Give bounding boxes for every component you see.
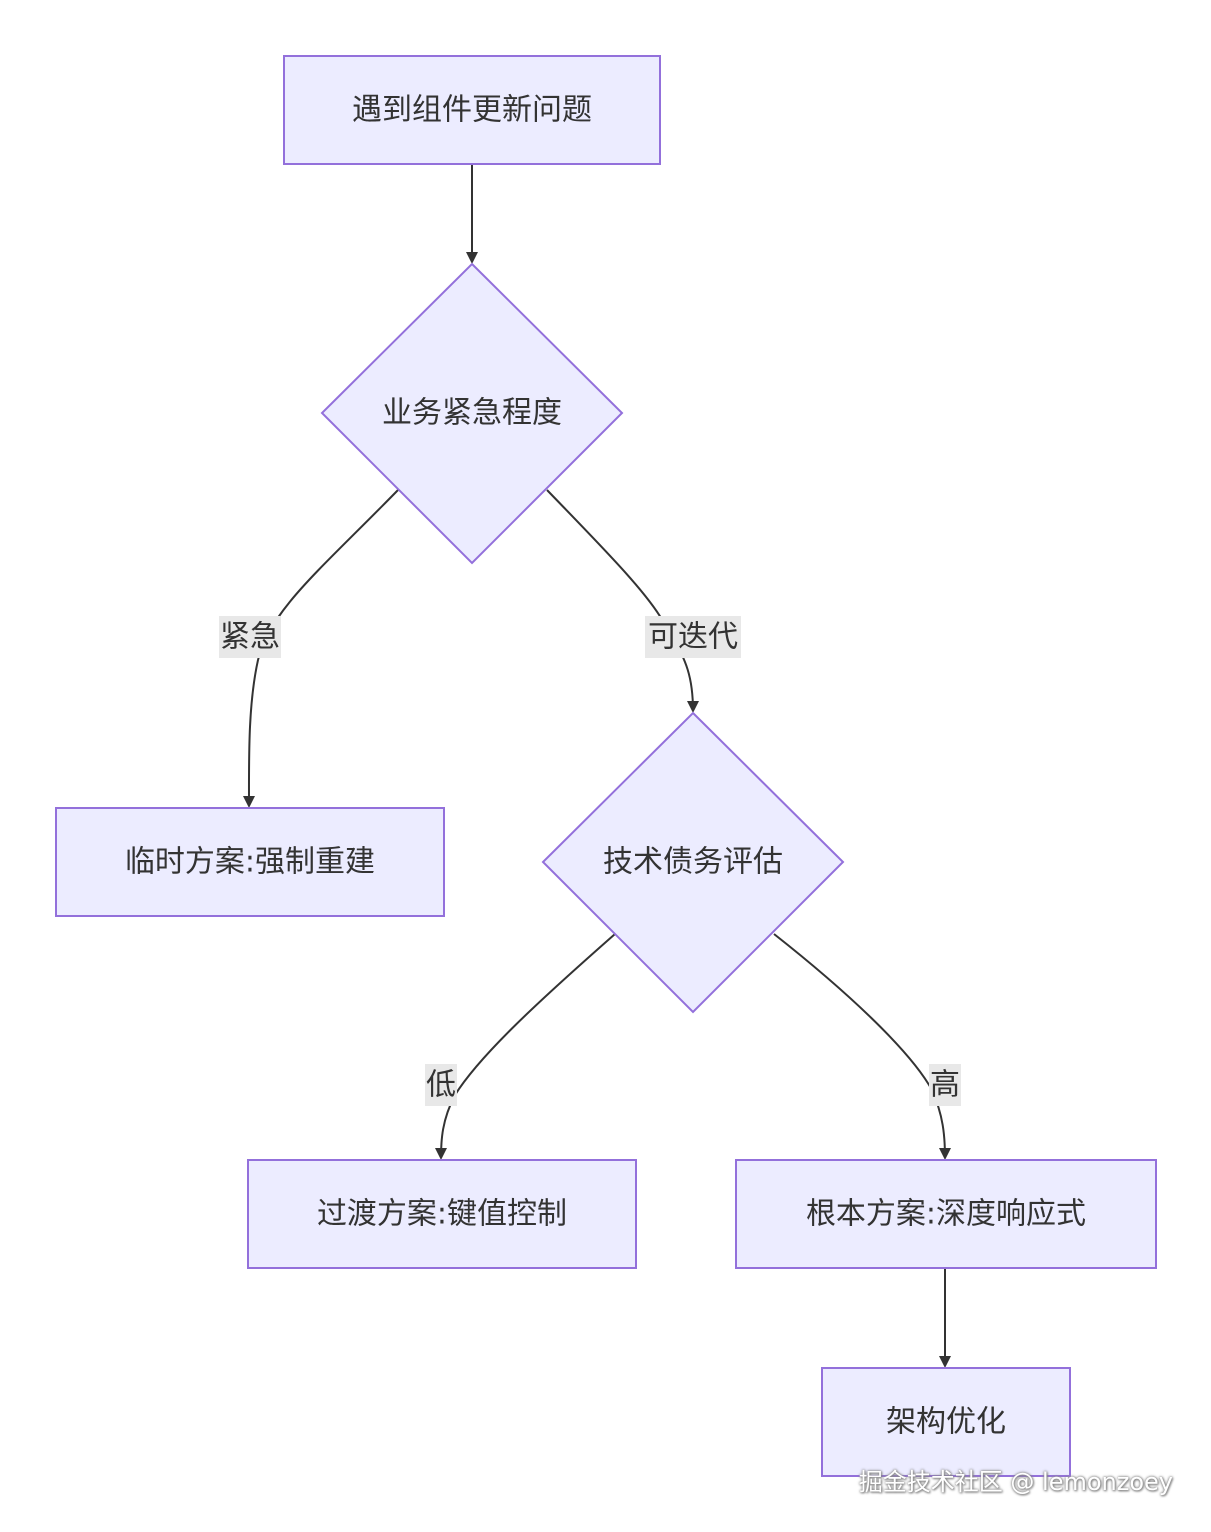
edge-label-urgent: 紧急 (219, 616, 281, 658)
node-urgency-label: 业务紧急程度 (382, 396, 562, 431)
node-root-label: 根本方案:深度响应式 (806, 1197, 1086, 1232)
edge-label-low: 低 (425, 1064, 457, 1106)
node-arch: 架构优化 (821, 1367, 1071, 1477)
edge-urgency-to-debt (546, 489, 699, 713)
node-temp-label: 临时方案:强制重建 (125, 845, 375, 880)
node-arch-label: 架构优化 (886, 1405, 1006, 1440)
edge-debt-to-transition (435, 933, 616, 1160)
edge-label-urgent-text: 紧急 (220, 620, 280, 655)
node-start-label: 遇到组件更新问题 (352, 93, 592, 128)
node-temp: 临时方案:强制重建 (55, 807, 445, 917)
node-transition: 过渡方案:键值控制 (247, 1159, 637, 1269)
edge-label-high-text: 高 (930, 1068, 960, 1103)
edge-label-iterable-text: 可迭代 (648, 620, 738, 655)
node-urgency: 业务紧急程度 (320, 262, 624, 565)
edge-label-high: 高 (929, 1064, 961, 1106)
node-debt-label: 技术债务评估 (603, 845, 783, 880)
edge-label-iterable: 可迭代 (645, 616, 741, 658)
node-transition-label: 过渡方案:键值控制 (317, 1197, 567, 1232)
edge-debt-to-root (773, 933, 951, 1160)
node-start: 遇到组件更新问题 (283, 55, 661, 165)
edge-label-low-text: 低 (426, 1068, 456, 1103)
node-debt: 技术债务评估 (541, 711, 845, 1014)
node-root: 根本方案:深度响应式 (735, 1159, 1157, 1269)
watermark: 掘金技术社区 @ lemonzoey (858, 1468, 1173, 1496)
